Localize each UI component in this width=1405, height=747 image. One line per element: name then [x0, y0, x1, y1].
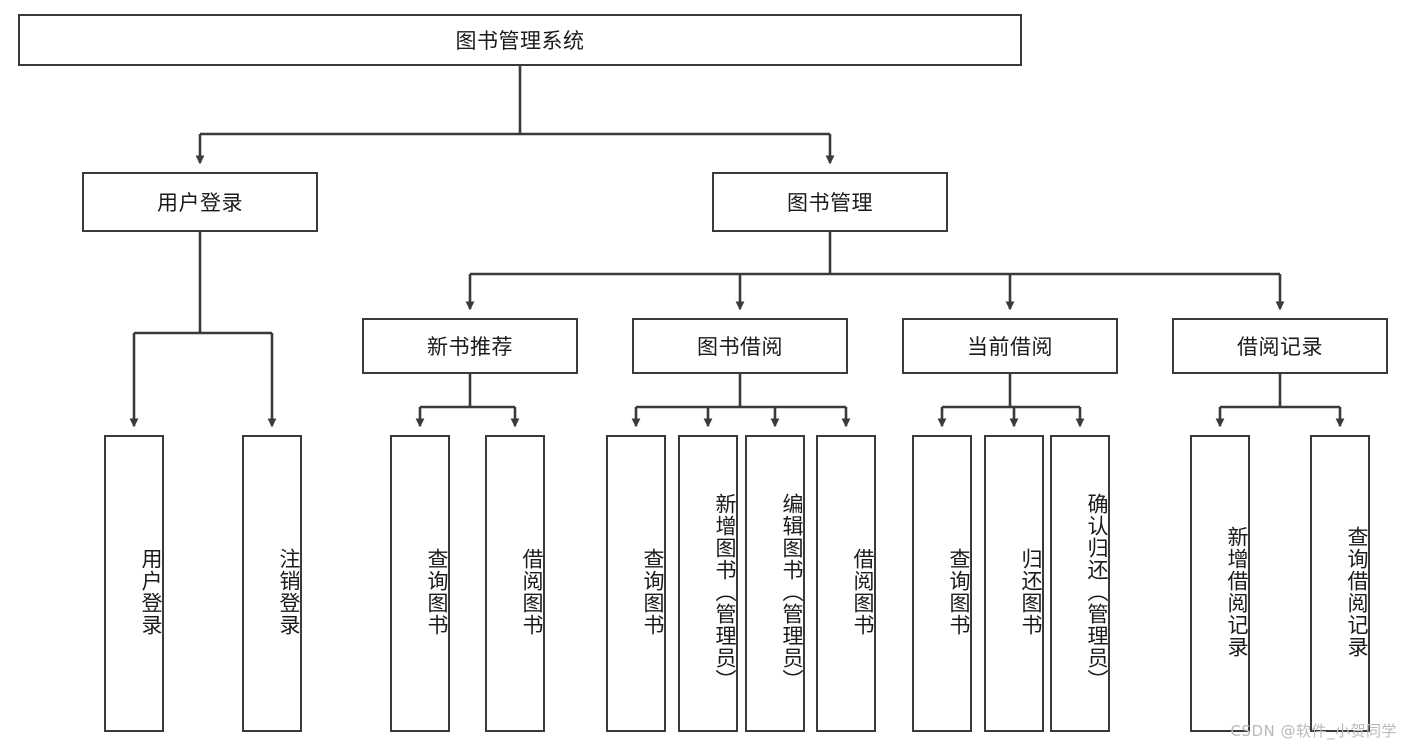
node-label: 新增借阅记录	[1225, 525, 1249, 658]
node-add-book-admin[interactable]: 新增图书（管理员）	[678, 435, 738, 732]
node-label: 图书借阅	[697, 335, 783, 359]
node-query-book-1[interactable]: 查询图书	[390, 435, 450, 732]
node-label: 编辑图书（管理员）	[780, 492, 804, 691]
node-confirm-return-admin[interactable]: 确认归还（管理员）	[1050, 435, 1110, 732]
csdn-watermark: CSDN @软件_小贺同学	[1230, 722, 1397, 740]
node-label: 用户登录	[157, 191, 243, 215]
node-return-book[interactable]: 归还图书	[984, 435, 1044, 732]
node-user-login[interactable]: 用户登录	[82, 172, 318, 232]
node-query-book-3[interactable]: 查询图书	[912, 435, 972, 732]
node-label: 注销登录	[277, 547, 301, 636]
node-label: 查询图书	[425, 547, 449, 636]
node-label: 当前借阅	[967, 335, 1053, 359]
node-new-book-recommend[interactable]: 新书推荐	[362, 318, 578, 374]
node-user-login-do[interactable]: 用户登录	[104, 435, 164, 732]
node-label: 归还图书	[1019, 547, 1043, 636]
node-label: 借阅记录	[1237, 335, 1323, 359]
node-root-system[interactable]: 图书管理系统	[18, 14, 1022, 66]
node-user-logout[interactable]: 注销登录	[242, 435, 302, 732]
node-edit-book-admin[interactable]: 编辑图书（管理员）	[745, 435, 805, 732]
node-current-borrow[interactable]: 当前借阅	[902, 318, 1118, 374]
node-book-borrow[interactable]: 图书借阅	[632, 318, 848, 374]
node-query-borrow-record[interactable]: 查询借阅记录	[1310, 435, 1370, 732]
node-add-borrow-record[interactable]: 新增借阅记录	[1190, 435, 1250, 732]
node-borrow-book-1[interactable]: 借阅图书	[485, 435, 545, 732]
node-label: 确认归还（管理员）	[1085, 492, 1109, 691]
node-label: 查询图书	[947, 547, 971, 636]
node-label: 用户登录	[139, 547, 163, 636]
node-label: 新书推荐	[427, 335, 513, 359]
node-borrow-record[interactable]: 借阅记录	[1172, 318, 1388, 374]
node-label: 查询图书	[641, 547, 665, 636]
node-label: 查询借阅记录	[1345, 525, 1369, 658]
node-label: 图书管理	[787, 191, 873, 215]
node-label: 新增图书（管理员）	[713, 492, 737, 691]
node-borrow-book-2[interactable]: 借阅图书	[816, 435, 876, 732]
node-query-book-2[interactable]: 查询图书	[606, 435, 666, 732]
node-label: 图书管理系统	[455, 29, 585, 53]
node-label: 借阅图书	[520, 547, 544, 636]
node-label: 借阅图书	[851, 547, 875, 636]
node-book-management[interactable]: 图书管理	[712, 172, 948, 232]
